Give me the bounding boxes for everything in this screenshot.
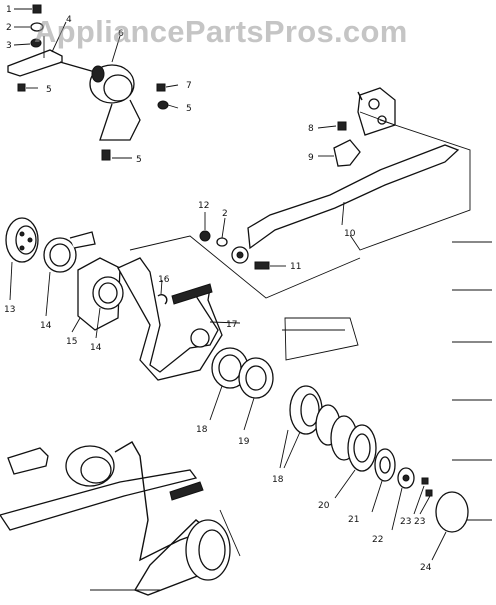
drum-assembly: 18 19 18 20 21 22 23 23 24 (196, 347, 469, 573)
callout-18b: 18 (272, 475, 284, 485)
callout-3: 3 (6, 41, 12, 51)
callout-23a: 23 (400, 517, 411, 527)
washer-part-2b (216, 237, 228, 247)
cover-part-24 (435, 491, 469, 533)
callout-23b: 23 (414, 517, 425, 527)
callout-18a: 18 (196, 425, 208, 435)
callout-5-left: 5 (46, 85, 52, 95)
top-left-assembly: 1 2 3 4 5 5 6 7 5 (6, 4, 192, 165)
bell-crank-part-17 (117, 257, 223, 381)
clip-part-16 (157, 293, 168, 305)
callout-19: 19 (238, 437, 250, 447)
callout-1: 1 (6, 5, 12, 15)
callout-8: 8 (308, 124, 314, 134)
callout-5-bottom: 5 (136, 155, 142, 165)
callout-7: 7 (186, 81, 192, 91)
callout-22: 22 (372, 535, 383, 545)
callout-6: 6 (118, 29, 124, 39)
callout-20: 20 (318, 501, 330, 511)
callout-13: 13 (4, 305, 15, 315)
assembled-view (0, 441, 241, 596)
callout-14b: 14 (90, 343, 102, 353)
callout-4: 4 (66, 15, 72, 25)
lever-arm-part-10 (247, 144, 460, 250)
bolt-part-11 (254, 261, 270, 270)
nut-part-3 (30, 38, 42, 48)
screw-part-1 (32, 4, 42, 14)
callout-5-right: 5 (186, 104, 192, 114)
callout-9: 9 (308, 153, 314, 163)
callout-2b: 2 (222, 209, 228, 219)
nut-part-12 (199, 230, 211, 242)
mounting-bracket (7, 49, 63, 77)
pivot-bracket (357, 87, 396, 136)
middle-left-parts: 13 14 15 14 16 17 (4, 217, 241, 381)
callout-11: 11 (290, 262, 301, 272)
screw-part-23b (425, 489, 433, 497)
callout-16: 16 (158, 275, 170, 285)
screw-part-5c (101, 149, 111, 161)
screw-part-23a (421, 477, 429, 485)
watermark-text: AppliancePartsPros.com (34, 14, 408, 49)
screw-part-7 (156, 83, 166, 92)
callout-14a: 14 (40, 321, 52, 331)
screw-part-8 (337, 121, 347, 131)
callout-17: 17 (226, 320, 237, 330)
callout-21: 21 (348, 515, 359, 525)
callout-12: 12 (198, 201, 209, 211)
callout-2: 2 (6, 23, 12, 33)
callout-24: 24 (420, 563, 432, 573)
washer-part-2 (30, 22, 44, 32)
nut-part-5b (157, 100, 169, 110)
clip-part-9 (333, 139, 361, 167)
callout-15: 15 (66, 337, 77, 347)
screw-part-5a (17, 83, 26, 92)
assembly-outline (90, 235, 492, 591)
callout-10: 10 (344, 229, 356, 239)
link-arm-assembly: 8 9 10 11 12 2 (198, 87, 471, 272)
